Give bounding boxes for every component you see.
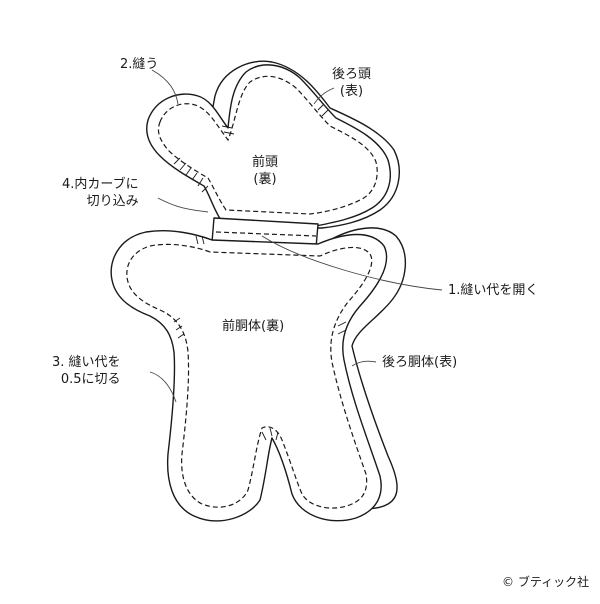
label-step3-line1: 3. 縫い代を [52, 355, 121, 370]
label-back-head-line2: (表) [339, 84, 364, 99]
leader-step1 [261, 235, 443, 291]
label-back-head: 後ろ頭 (表) [332, 66, 371, 100]
label-step4-line2: 切り込み [86, 194, 139, 209]
leader-step4 [157, 197, 209, 213]
neck-seam-dash [215, 231, 317, 237]
label-back-body: 後ろ胴体(表) [382, 355, 458, 370]
front-head-seam [157, 75, 378, 215]
label-back-head-line1: 後ろ頭 [332, 67, 372, 82]
front-body-outline [110, 230, 388, 522]
label-front-head-line1: 前頭 [252, 155, 279, 170]
label-front-head: 前頭 (裏) [252, 154, 278, 188]
leader-step2 [151, 69, 179, 105]
leader-step3 [149, 371, 177, 403]
label-front-head-line2: (裏) [253, 172, 277, 187]
label-front-body: 前胴体(裏) [222, 319, 285, 334]
front-body-seam [126, 243, 373, 509]
clip-marks [173, 103, 347, 441]
label-step2-sew: 2.縫う [120, 57, 159, 72]
label-step1: 1.縫い代を開く [448, 283, 539, 298]
label-step4: 4.内カーブに 切り込み [62, 176, 139, 210]
leader-back-head [313, 87, 335, 105]
copyright-notice: © ブティック社 [502, 575, 590, 589]
label-step3: 3. 縫い代を 0.5に切る [52, 354, 121, 388]
label-step3-line2: 0.5に切る [60, 372, 121, 387]
leader-back-body [351, 360, 377, 367]
label-step4-line1: 4.内カーブに [62, 177, 139, 192]
